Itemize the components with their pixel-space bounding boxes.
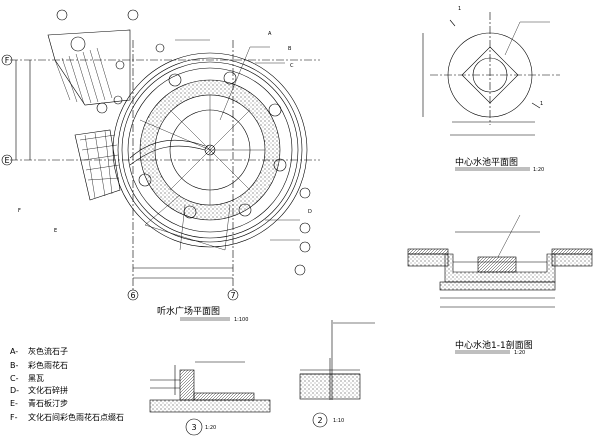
legend-key: A- — [10, 347, 18, 356]
grid-label-6: 6 — [130, 291, 135, 300]
detail-3-number: 3 — [191, 423, 196, 432]
legend-text: 黑瓦 — [28, 374, 44, 383]
plan-scale: 1:100 — [234, 317, 248, 323]
detail-2-bubble — [312, 412, 328, 428]
callout-c: C — [290, 63, 294, 69]
legend-key: F- — [10, 413, 18, 422]
detail-2-number: 2 — [317, 416, 322, 425]
grid-bubble-7 — [227, 289, 239, 301]
callout-e: E — [54, 228, 57, 234]
grid-bubble-e — [1, 154, 13, 166]
detail-3-section — [149, 361, 271, 436]
detail-3-bubble — [185, 418, 203, 436]
callout-a: A — [268, 31, 272, 37]
pool-section-mark-top: 1 — [458, 6, 461, 12]
pool-section-mark-bottom: 1 — [540, 101, 543, 107]
detail-2-scale: 1:10 — [333, 418, 344, 424]
detail-2-section — [299, 320, 375, 428]
legend-key: E- — [10, 399, 18, 408]
legend-text: 彩色雨花石 — [28, 360, 68, 370]
grid-bubble-6 — [127, 289, 139, 301]
pool-plan-scale: 1:20 — [533, 167, 544, 173]
pool-plan-title: 中心水池平面图 — [455, 156, 518, 168]
grid-bubble-f — [1, 54, 13, 66]
legend-text: 文化石间彩色雨花石点缀石 — [28, 412, 124, 422]
legend-key: C- — [10, 374, 19, 383]
grid-label-e: E — [4, 156, 9, 165]
legend-text: 文化石碎拼 — [28, 385, 68, 395]
legend-text: 青石板汀步 — [28, 398, 68, 408]
pool-section-scale: 1:20 — [514, 350, 525, 356]
legend-key: D- — [10, 386, 19, 395]
legend-text: 灰色流石子 — [28, 346, 68, 356]
grid-label-f: F — [5, 56, 10, 65]
callout-b: B — [288, 46, 292, 52]
callout-d: D — [308, 209, 312, 215]
plaza-plan — [10, 29, 320, 290]
pool-section — [407, 214, 593, 354]
detail-3-scale: 1:20 — [205, 425, 216, 431]
legend-key: B- — [10, 361, 18, 370]
pool-section-title: 中心水池1-1剖面图 — [455, 339, 533, 351]
plan-title: 听水广场平面图 — [157, 305, 220, 317]
grid-label-7: 7 — [230, 291, 235, 300]
pool-plan — [422, 12, 560, 171]
callout-f: F — [18, 208, 21, 214]
legend: A- 灰色流石子 B- 彩色雨花石 C- 黑瓦 D- 文化石碎拼 E- 青石板汀… — [10, 346, 124, 422]
